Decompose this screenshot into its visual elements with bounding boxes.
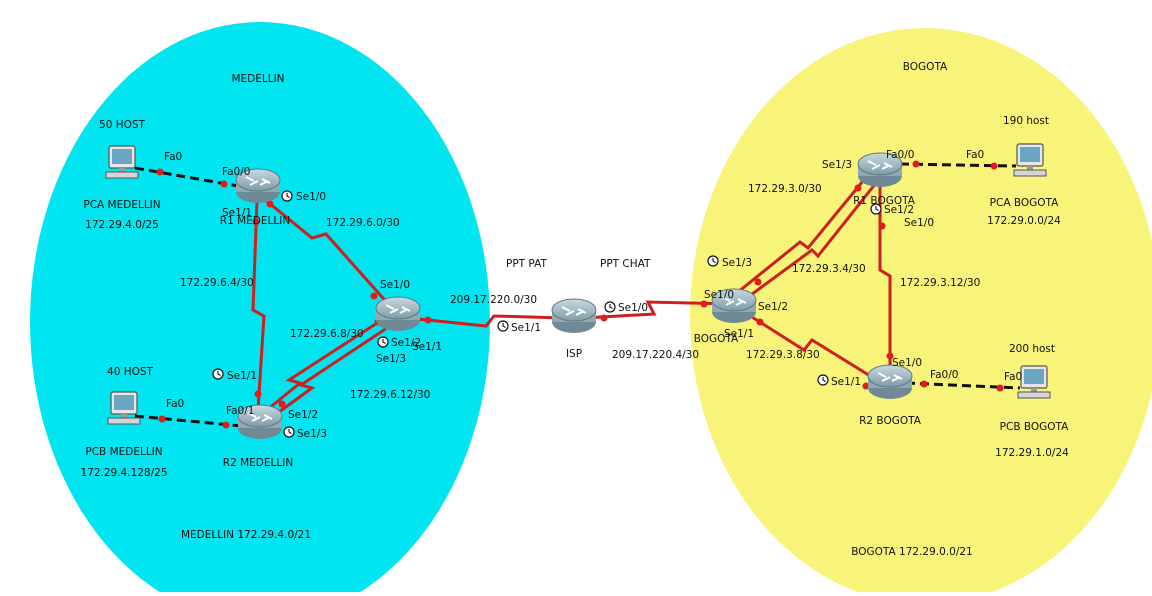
r1-medellin-name: R1 MEDELLIN <box>220 215 290 227</box>
clock-icon <box>817 374 829 386</box>
link-r3-isp <box>407 314 565 328</box>
note-ppt-pat: PPT PAT <box>506 258 547 270</box>
network-label: 172.29.3.4/30 <box>792 263 866 275</box>
router-isp[interactable] <box>551 298 597 334</box>
bogota-router-name: BOGOTA <box>694 333 739 345</box>
network-label: 172.29.6.12/30 <box>350 389 430 401</box>
network-label: 172.29.6.0/30 <box>326 217 400 229</box>
link-bogota-r1-a <box>737 169 874 294</box>
pcb-bogota-name: PCB BOGOTA <box>1000 421 1069 433</box>
port-label: Fa0/1 <box>226 405 254 417</box>
pc-pca-bogota[interactable] <box>1013 143 1047 177</box>
network-label: 172.29.6.8/30 <box>290 328 364 340</box>
link-r1-r2-medellin <box>251 199 266 411</box>
clock-icon <box>604 301 616 313</box>
clock-icon <box>377 336 389 348</box>
pca-bogota-name: PCA BOGOTA <box>990 197 1059 209</box>
port-label: Se1/1 <box>724 328 754 340</box>
port-label: Se1/2 <box>391 337 421 349</box>
pca-bogota-net: 172.29.0.0/24 <box>987 215 1061 227</box>
pcb-medellin-net: 172.29.4.128/25 <box>80 467 167 479</box>
port-label: Se1/0 <box>704 289 734 301</box>
port-label: Se1/1 <box>227 370 257 382</box>
pca-bogota-count: 190 host <box>1003 115 1049 127</box>
port-label: Se1/0 <box>618 302 648 314</box>
pcb-medellin-count: 40 HOST <box>107 366 154 378</box>
clock-icon <box>707 255 719 267</box>
router-r3-medellin[interactable] <box>375 296 421 332</box>
pc-pcb-medellin[interactable] <box>107 391 141 425</box>
isp-name: ISP <box>566 348 582 360</box>
network-label: 209.17.220.4/30 <box>612 349 699 361</box>
port-label: Se1/1 <box>511 322 541 334</box>
pcb-bogota-count: 200 host <box>1009 343 1055 355</box>
pcb-medellin-port: Fa0 <box>166 398 184 410</box>
pc-pca-medellin[interactable] <box>105 145 139 179</box>
pca-bogota-port: Fa0 <box>966 149 984 161</box>
pc-pcb-bogota[interactable] <box>1017 365 1051 399</box>
port-label: Se1/2 <box>758 301 788 313</box>
port-label: Se1/0 <box>904 217 934 229</box>
clock-icon <box>281 190 293 202</box>
network-label: 209.17.220.0/30 <box>450 294 537 306</box>
pca-medellin-name: PCA MEDELLIN <box>83 199 160 211</box>
link-endpoints <box>156 160 1004 429</box>
pcb-bogota-port: Fa0 <box>1004 371 1022 383</box>
link-bogota-r1-b <box>743 177 882 302</box>
port-label: Se1/1 <box>831 376 861 388</box>
link-r2-r3-a <box>261 314 389 416</box>
pca-medellin-net: 172.29.4.0/25 <box>85 219 159 231</box>
port-label: Se1/1 <box>222 207 252 219</box>
medellin-summary: MEDELLIN 172.29.4.0/21 <box>181 529 311 541</box>
bogota-summary: BOGOTA 172.29.0.0/21 <box>851 546 972 558</box>
network-label: 172.29.3.0/30 <box>748 183 822 195</box>
pcb-medellin-name: PCB MEDELLIN <box>85 446 162 458</box>
network-label: 172.29.6.4/30 <box>180 277 254 289</box>
port-label: Fa0/0 <box>222 166 250 178</box>
port-label: Se1/3 <box>722 257 752 269</box>
port-label: Se1/3 <box>376 353 406 365</box>
link-r2-r3-b <box>267 320 397 422</box>
clock-icon <box>212 368 224 380</box>
r2-medellin-name: R2 MEDELLIN <box>223 457 293 469</box>
clock-icon <box>497 320 509 332</box>
port-label: Se1/0 <box>892 357 922 369</box>
medellin-title: MEDELLIN <box>231 73 284 85</box>
port-label: Fa0/0 <box>886 149 914 161</box>
pca-medellin-count: 50 HOST <box>99 119 146 131</box>
router-r2-bogota[interactable] <box>867 364 913 400</box>
pcb-bogota-net: 172.29.1.0/24 <box>995 447 1069 459</box>
link-isp-bogota <box>583 300 735 320</box>
note-ppt-chat: PPT CHAT <box>600 258 651 270</box>
link-r1-r2-bogota <box>878 176 892 370</box>
clock-icon <box>283 426 295 438</box>
medellin-zone <box>30 22 490 596</box>
r1-bogota-name: R1 BOGOTA <box>853 195 916 207</box>
link-r1-r3-medellin <box>257 192 392 307</box>
port-label: Se1/0 <box>296 191 326 203</box>
bogota-title: BOGOTA <box>903 61 948 73</box>
link-bogota-r2 <box>743 310 881 384</box>
pca-medellin-port: Fa0 <box>164 151 182 163</box>
port-label: Se1/3 <box>297 428 327 440</box>
port-label: Se1/2 <box>884 204 914 216</box>
port-label: Se1/1 <box>412 341 442 353</box>
network-label: 172.29.3.8/30 <box>746 349 820 361</box>
port-label: Se1/0 <box>380 279 410 291</box>
r2-bogota-name: R2 BOGOTA <box>859 415 922 427</box>
port-label: Se1/2 <box>288 409 318 421</box>
network-label: 172.29.3.12/30 <box>900 277 980 289</box>
port-label: Fa0/0 <box>930 369 958 381</box>
port-label: Se1/3 <box>822 159 852 171</box>
